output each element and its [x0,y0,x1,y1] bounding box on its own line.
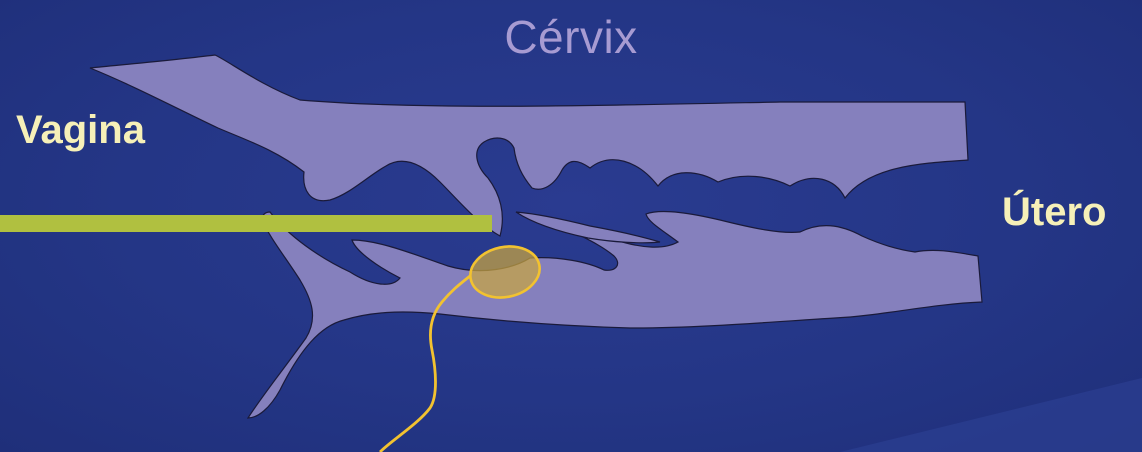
cervix-upper-wall [90,55,968,236]
label-vagina: Vagina [16,108,145,153]
instrument-rod [0,215,492,232]
label-utero: Útero [1002,190,1106,235]
background-light-band [840,378,1142,452]
cervix-crypt-branch [516,212,660,243]
cervix-lower-wall [248,212,982,418]
diagram-title: Cérvix [0,10,1142,64]
